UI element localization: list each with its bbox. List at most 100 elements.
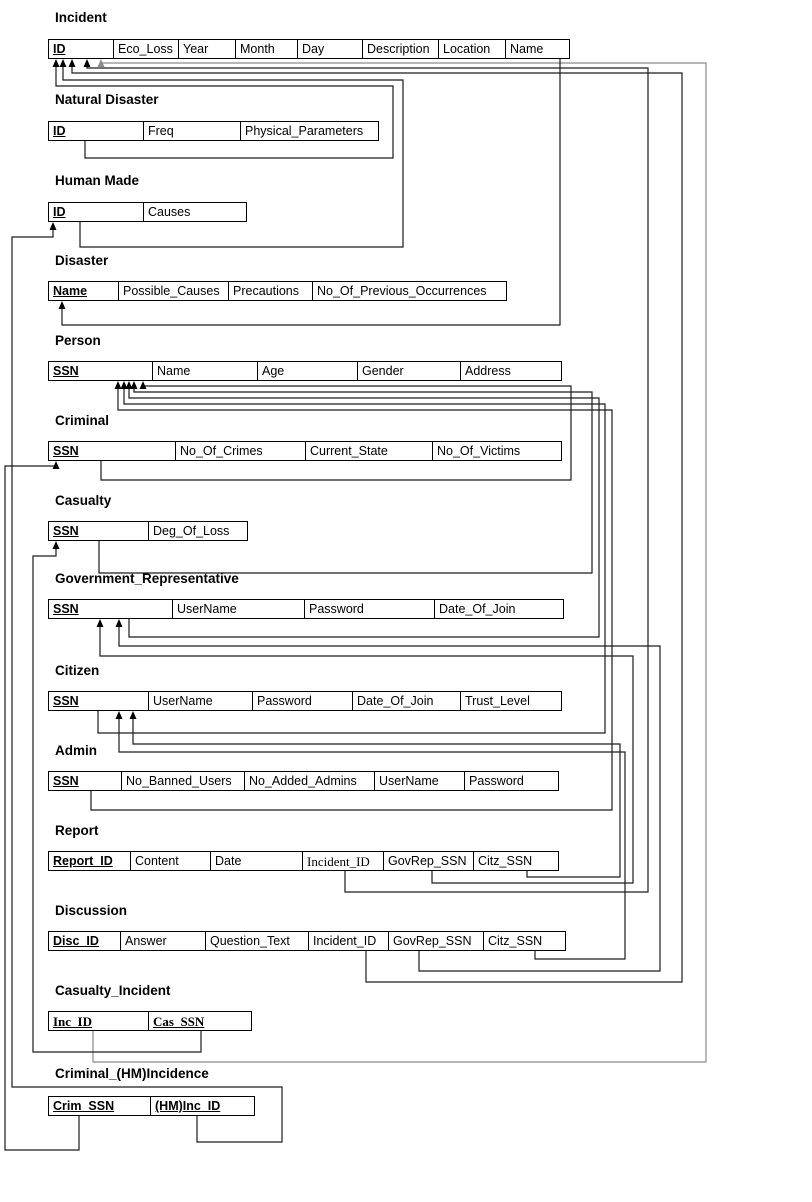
column-human-made-0: ID xyxy=(49,203,144,221)
column-discussion-0: Disc_ID xyxy=(49,932,121,950)
column-label: No_Of_Previous_Occurrences xyxy=(317,284,487,298)
column-label: SSN xyxy=(53,602,79,616)
column-label: SSN xyxy=(53,694,79,708)
column-discussion-4: GovRep_SSN xyxy=(389,932,484,950)
column-criminal-0: SSN xyxy=(49,442,176,460)
column-label: Content xyxy=(135,854,179,868)
column-label: No_Added_Admins xyxy=(249,774,357,788)
table-row-human-made: ID Causes xyxy=(48,202,247,222)
connector-casualty-incident-cas-ssn-to-casualty-ssn xyxy=(32,547,202,1053)
column-discussion-3: Incident_ID xyxy=(309,932,389,950)
connector-incident-name-to-disaster-name xyxy=(61,59,561,326)
column-label: Causes xyxy=(148,205,191,219)
arrowhead-govrep-ssn-to-person-ssn xyxy=(125,381,133,389)
column-government-representative-0: SSN xyxy=(49,600,173,618)
connector-criminal-ssn-to-person-ssn xyxy=(100,385,572,481)
table-title-discussion: Discussion xyxy=(55,903,128,918)
connector-natural-disaster-id-to-incident-id xyxy=(55,65,394,159)
arrowhead-discussion-citz-ssn-to-citizen-ssn xyxy=(115,711,123,719)
connector-citizen-ssn-to-person-ssn xyxy=(97,387,606,734)
table-title-admin: Admin xyxy=(55,743,97,758)
column-label: UserName xyxy=(177,602,237,616)
column-label: Possible_Causes xyxy=(123,284,220,298)
arrowhead-crim-hm-crim-ssn-to-criminal-ssn xyxy=(52,461,60,469)
connector-admin-ssn-to-person-ssn xyxy=(90,387,613,811)
column-report-1: Content xyxy=(131,852,211,870)
column-incident-5: Description xyxy=(363,40,439,58)
column-criminal-2: Current_State xyxy=(306,442,433,460)
column-admin-1: No_Banned_Users xyxy=(122,772,245,790)
column-label: ID xyxy=(53,205,66,219)
column-natural-disaster-1: Freq xyxy=(144,122,241,140)
column-label: UserName xyxy=(379,774,439,788)
column-casualty-incident-1: Cas_SSN xyxy=(149,1012,251,1030)
table-title-criminal-hm-incidence: Criminal_(HM)Incidence xyxy=(55,1066,209,1081)
column-label: Physical_Parameters xyxy=(245,124,364,138)
column-report-2: Date xyxy=(211,852,303,870)
column-label: Month xyxy=(240,42,275,56)
column-label: SSN xyxy=(53,444,79,458)
column-admin-4: Password xyxy=(465,772,558,790)
column-discussion-2: Question_Text xyxy=(206,932,309,950)
arrowhead-report-incident-id-to-incident-id xyxy=(83,59,91,67)
column-incident-1: Eco_Loss xyxy=(114,40,179,58)
column-label: Trust_Level xyxy=(465,694,530,708)
column-label: ID xyxy=(53,124,66,138)
column-label: (HM)Inc_ID xyxy=(155,1099,221,1113)
column-citizen-4: Trust_Level xyxy=(461,692,561,710)
column-person-0: SSN xyxy=(49,362,153,380)
column-label: Citz_SSN xyxy=(488,934,543,948)
column-government-representative-3: Date_Of_Join xyxy=(435,600,563,618)
column-label: Name xyxy=(510,42,544,56)
column-incident-3: Month xyxy=(236,40,298,58)
column-label: Inc_ID xyxy=(53,1014,93,1029)
column-casualty-0: SSN xyxy=(49,522,149,540)
column-criminal-hm-incidence-0: Crim_SSN xyxy=(49,1097,151,1115)
column-disaster-0: Name xyxy=(49,282,119,300)
connector-govrep-ssn-to-person-ssn xyxy=(128,387,600,638)
arrowhead-casualty-incident-inc-id-to-incident-id xyxy=(97,59,105,67)
column-label: Password xyxy=(257,694,312,708)
arrowhead-admin-ssn-to-person-ssn xyxy=(114,381,122,389)
column-person-1: Name xyxy=(153,362,258,380)
connector-discussion-incident-id-to-incident-id xyxy=(71,65,683,983)
column-label: Current_State xyxy=(310,444,388,458)
connector-casualty-incident-inc-id-to-incident-id xyxy=(92,62,707,1063)
column-label: Crim_SSN xyxy=(53,1099,115,1113)
table-title-citizen: Citizen xyxy=(55,663,100,678)
table-row-criminal-hm-incidence: Crim_SSN (HM)Inc_ID xyxy=(48,1096,255,1116)
column-criminal-1: No_Of_Crimes xyxy=(176,442,306,460)
column-government-representative-1: UserName xyxy=(173,600,305,618)
column-label: Date_Of_Join xyxy=(357,694,434,708)
column-label: Disc_ID xyxy=(53,934,99,948)
column-admin-3: UserName xyxy=(375,772,465,790)
column-label: Cas_SSN xyxy=(153,1014,205,1029)
column-label: SSN xyxy=(53,774,79,788)
table-title-natural-disaster: Natural Disaster xyxy=(55,92,159,107)
column-label: SSN xyxy=(53,364,79,378)
connector-crim-hm-crim-ssn-to-criminal-ssn xyxy=(4,465,80,1151)
column-citizen-1: UserName xyxy=(149,692,253,710)
column-report-5: Citz_SSN xyxy=(474,852,558,870)
column-label: No_Of_Crimes xyxy=(180,444,263,458)
column-label: Freq xyxy=(148,124,174,138)
column-incident-2: Year xyxy=(179,40,236,58)
column-label: Precautions xyxy=(233,284,300,298)
column-report-3: Incident_ID xyxy=(303,852,384,870)
connector-crim-hm-inc-id-to-human-made-id xyxy=(11,228,283,1143)
column-government-representative-2: Password xyxy=(305,600,435,618)
arrowhead-report-citz-ssn-to-citizen-ssn xyxy=(129,711,137,719)
column-natural-disaster-2: Physical_Parameters xyxy=(241,122,378,140)
column-label: Name xyxy=(157,364,191,378)
column-label: Location xyxy=(443,42,491,56)
column-label: Name xyxy=(53,284,88,298)
arrowhead-incident-name-to-disaster-name xyxy=(58,301,66,309)
column-incident-4: Day xyxy=(298,40,363,58)
connector-report-govrep-ssn-to-govrep-ssn xyxy=(99,625,634,884)
column-disaster-3: No_Of_Previous_Occurrences xyxy=(313,282,506,300)
